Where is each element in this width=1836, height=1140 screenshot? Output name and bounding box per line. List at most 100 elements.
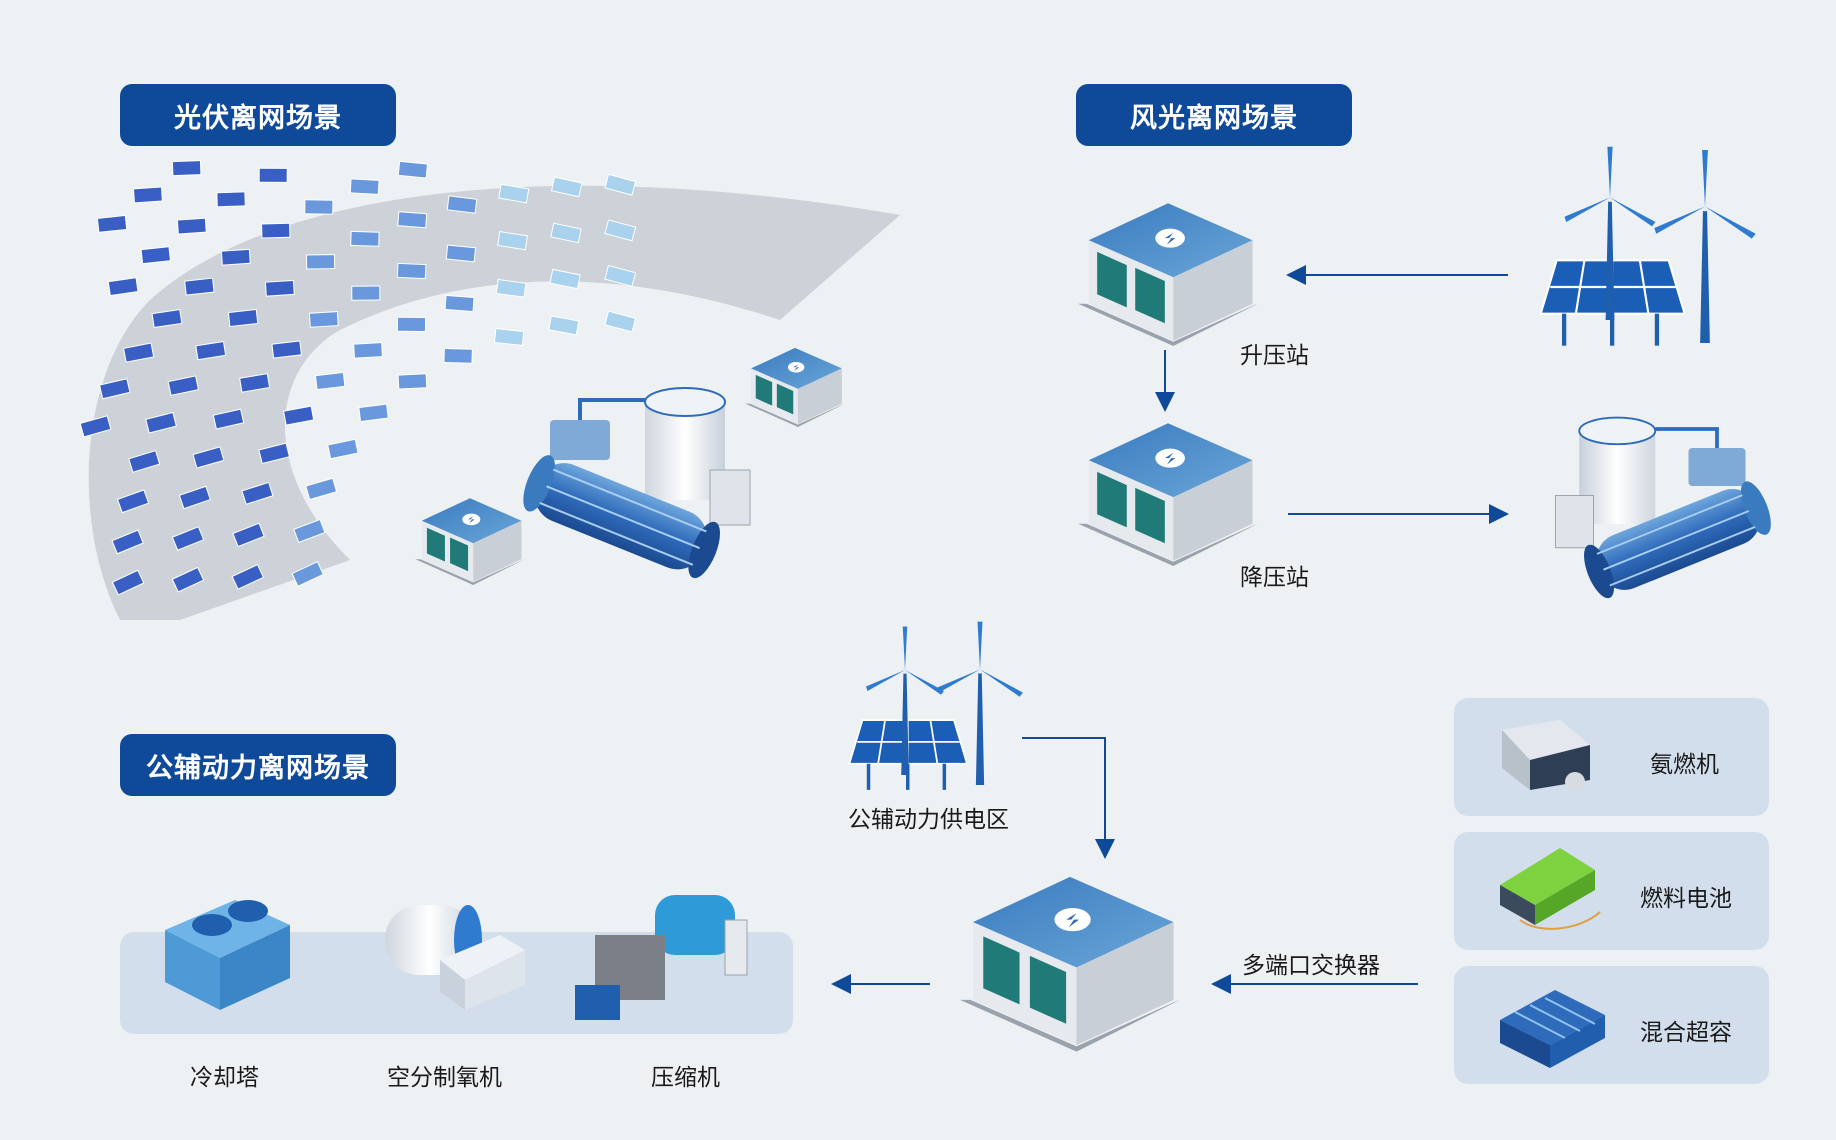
pv-panel: [122, 342, 155, 363]
pv-panel: [497, 230, 529, 251]
pv-panel: [358, 403, 389, 423]
pv-panel: [445, 244, 477, 263]
pv-panel: [258, 442, 291, 465]
pv-panel: [549, 268, 581, 290]
pv-panel: [241, 481, 274, 505]
pv-panel: [314, 371, 346, 391]
step-up-station-icon: [1078, 203, 1258, 346]
air-separation-icon: [385, 905, 525, 1010]
supercapacitor-icon: [1500, 990, 1605, 1068]
pv-panel: [327, 438, 359, 460]
scene-badge-aux: 公辅动力离网场景: [120, 734, 396, 796]
load-label-cooling-tower: 冷却塔: [190, 1065, 259, 1091]
pv-panel: [176, 217, 207, 235]
pv-panel: [396, 316, 427, 333]
pv-panel: [167, 375, 200, 396]
pv-panel: [132, 186, 163, 204]
pv-panel: [550, 176, 583, 198]
pv-panel: [604, 310, 637, 333]
pv-panel: [192, 446, 225, 469]
wind-pv-electrolyzer: [1553, 415, 1775, 600]
pv-panel: [351, 285, 381, 301]
pv-panel: [96, 214, 128, 233]
arrow-aux-to-switch: [1022, 737, 1115, 859]
pv-panel: [227, 308, 259, 328]
pv-panel: [305, 254, 336, 270]
pv-panel: [604, 264, 637, 287]
pv-panel: [195, 340, 227, 361]
pv-panel: [111, 529, 144, 555]
pv-panel: [128, 450, 161, 473]
pv-panel: [353, 342, 383, 359]
pv-panel: [493, 328, 525, 347]
pv-panels: [79, 160, 637, 596]
pv-panel: [184, 277, 215, 296]
scene-badge-wind-pv: 风光离网场景: [1076, 84, 1352, 146]
pv-panel: [443, 347, 473, 364]
pv-panel: [305, 477, 338, 501]
pv-panel: [178, 485, 212, 510]
pv-panel: [151, 308, 183, 329]
pv-panel: [498, 183, 530, 204]
pv-panel: [98, 378, 131, 400]
pv-panel: [271, 340, 302, 359]
pv-panel: [495, 278, 527, 298]
source-label-fuel-cell: 燃料电池: [1640, 886, 1732, 912]
source-label-ammonia-engine: 氨燃机: [1650, 752, 1719, 778]
pv-panel: [231, 563, 265, 590]
pv-field-illustration: [79, 160, 900, 620]
pv-panel: [232, 522, 265, 548]
step-down-station-label: 降压站: [1240, 565, 1309, 591]
pv-panel: [282, 405, 315, 426]
multi-port-switch-label: 多端口交换器: [1242, 953, 1380, 979]
pv-panel: [446, 195, 478, 214]
pv-panel: [444, 294, 475, 313]
pv-panel: [145, 411, 177, 434]
pv-electrolyzer: [520, 386, 752, 580]
aux-supply-area-label: 公辅动力供电区: [848, 807, 1009, 833]
multi-port-switch-icon: [960, 876, 1180, 1052]
compressor-icon: [575, 895, 748, 1020]
pv-panel: [293, 518, 326, 544]
source-label-supercapacitor: 混合超容: [1640, 1020, 1732, 1046]
pv-panel: [220, 248, 251, 266]
pv-panel: [107, 277, 139, 297]
pv-panel: [397, 160, 429, 179]
pv-panel: [239, 373, 271, 393]
pv-panel: [350, 230, 380, 247]
pv-panel: [550, 222, 582, 244]
pv-panel: [212, 408, 245, 430]
pv-panel: [397, 211, 428, 229]
pv-panel: [116, 489, 150, 514]
load-label-compressor: 压缩机: [651, 1065, 720, 1091]
pv-panel: [111, 569, 145, 596]
step-down-station-icon: [1078, 423, 1258, 566]
pv-panel: [216, 191, 246, 208]
pv-panel: [396, 262, 427, 280]
load-label-air-separation: 空分制氧机: [387, 1065, 502, 1091]
pv-panel: [171, 526, 205, 551]
pv-panel: [264, 279, 295, 297]
pv-panel: [171, 160, 202, 177]
scene-badge-pv: 光伏离网场景: [120, 84, 396, 146]
pv-panel: [258, 167, 288, 183]
pv-panel: [604, 219, 637, 242]
pv-panel: [308, 311, 339, 328]
pv-cabinet-left: [415, 498, 525, 585]
step-up-station-label: 升压站: [1240, 343, 1309, 369]
pv-panel: [349, 178, 380, 195]
pv-panel: [304, 199, 334, 215]
ammonia-engine-icon: [1502, 720, 1590, 792]
pv-panel: [397, 373, 428, 390]
pv-cabinet-right: [745, 347, 845, 427]
pv-panel: [261, 222, 291, 239]
pv-panel: [171, 566, 205, 593]
source-panel-ammonia: [1454, 698, 1769, 816]
pv-panel: [548, 315, 580, 336]
fuel-cell-icon: [1500, 848, 1601, 930]
cooling-tower-icon: [165, 900, 290, 1010]
pv-panel: [79, 415, 112, 438]
pv-panel: [291, 561, 324, 587]
